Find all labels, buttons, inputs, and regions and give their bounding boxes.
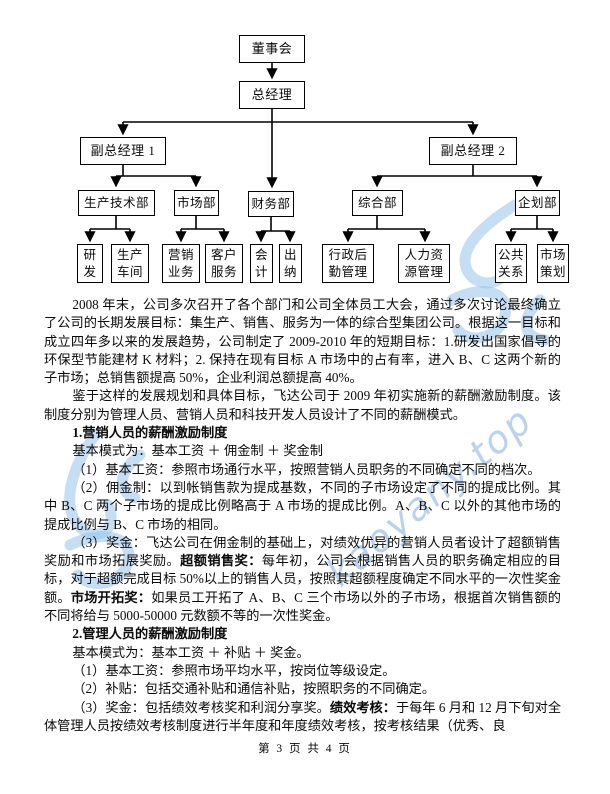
org-node-market-dept: 市场部 — [174, 190, 219, 216]
body-paragraph: （3）奖金：包括绩效考核奖和利润分享奖。绩效考核：于每年 6 月和 12 月下旬… — [44, 699, 562, 733]
org-node-customer-service: 客户服务 — [205, 244, 243, 283]
body-paragraph: 基本模式为：基本工资 ＋ 补贴 ＋ 奖金。 — [72, 644, 310, 660]
org-node-rd: 研发 — [77, 244, 103, 283]
org-node-marketing-biz: 营销业务 — [162, 244, 200, 283]
org-chart-connectors — [84, 63, 559, 243]
org-node-market-planning: 市场策划 — [537, 244, 569, 283]
org-node-vice-gm-2: 副总经理 2 — [429, 137, 517, 165]
body-paragraph: 2008 年末，公司多次召开了各个部门和公司全体员工大会，通过多次讨论最终确立了… — [44, 297, 561, 386]
body-paragraph: （2）佣金制：以到帐销售款为提成基数，不同的子市场设定了不同的提成比例。其中 B… — [44, 479, 561, 532]
body-paragraph: 2.管理人员的薪酬激励制度 — [72, 626, 228, 642]
body-paragraph: （2）补贴：包括交通补贴和通信补贴，按照职务的不同确定。 — [72, 681, 436, 697]
org-node-hr: 人力资源管理 — [398, 244, 450, 283]
org-node-general-dept: 综合部 — [352, 190, 403, 216]
body-paragraphs: 2008 年末，公司多次召开了各个部门和公司全体员工大会，通过多次讨论最终确立了… — [44, 296, 561, 735]
org-node-production-tech-dept: 生产技术部 — [78, 190, 155, 216]
page-number: 第 3 页 共 4 页 — [258, 743, 352, 755]
org-node-vice-gm-1: 副总经理 1 — [80, 137, 166, 165]
org-node-public-relations: 公共关系 — [495, 244, 527, 283]
org-node-planning-dept: 企划部 — [515, 190, 560, 216]
org-node-cashier: 出纳 — [279, 244, 302, 283]
body-paragraph: 基本模式为：基本工资 ＋ 佣金制 ＋ 奖金制 — [72, 443, 323, 459]
body-paragraph: （3）奖金：飞达公司在佣金制的基础上，对绩效优异的营销人员者设计了超额销售奖励和… — [44, 534, 562, 624]
org-node-admin-logistics: 行政后勤管理 — [322, 244, 374, 283]
body-paragraph: （1）基本工资：参照市场平均水平，按岗位等级设定。 — [72, 662, 396, 678]
org-node-workshop: 生产车间 — [111, 244, 149, 283]
org-node-general-manager: 总经理 — [239, 81, 305, 109]
org-node-finance-dept: 财务部 — [248, 191, 294, 217]
body-paragraph: 鉴于这样的发展规划和具体目标，飞达公司于 2009 年初实施新的薪酬激励制度。该… — [44, 388, 561, 422]
org-node-accounting: 会计 — [250, 244, 273, 283]
org-chart: 董事会 总经理 副总经理 1 副总经理 2 生产技术部 市场部 财务部 综合部 … — [0, 0, 610, 300]
body-paragraph: 1.营销人员的薪酬激励制度 — [72, 425, 228, 441]
body-paragraph: （1）基本工资：参照市场通行水平，按照营销人员职务的不同确定不同的档次。 — [72, 461, 541, 477]
org-node-board: 董事会 — [239, 35, 305, 63]
